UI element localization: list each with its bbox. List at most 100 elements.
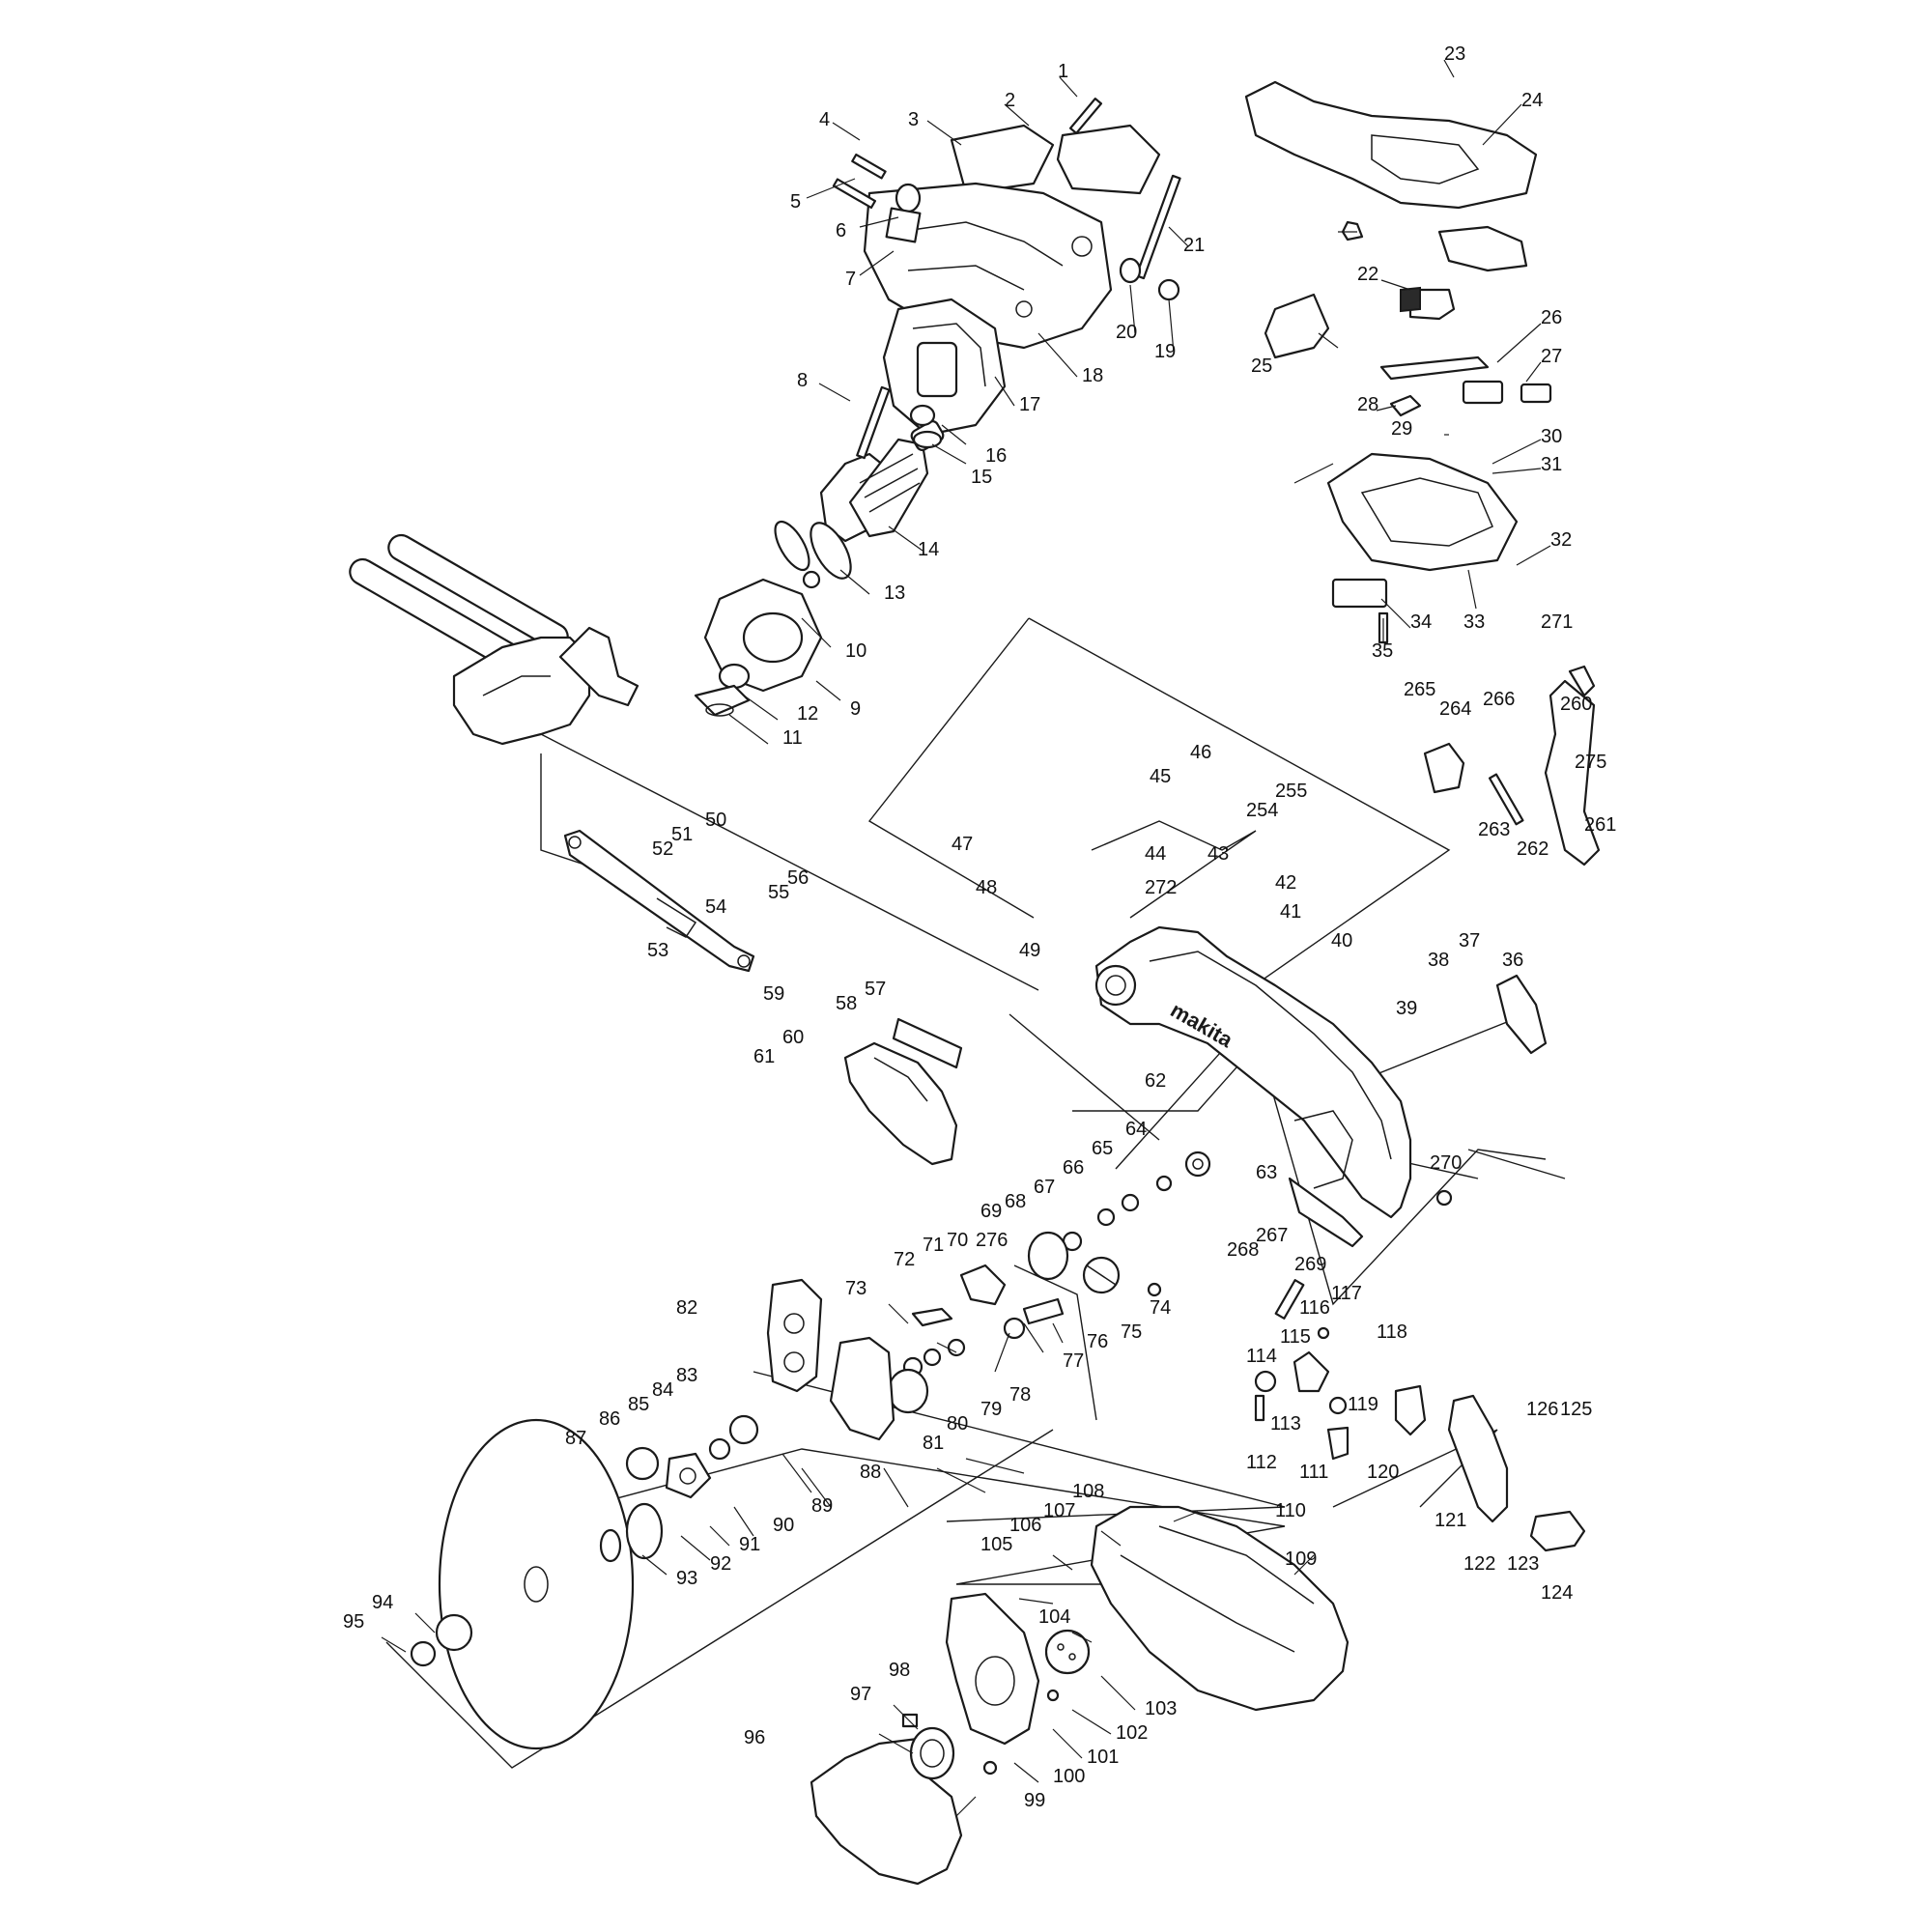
label-260: 260 (1560, 694, 1592, 715)
armature (774, 420, 945, 589)
label-103: 103 (1145, 1698, 1177, 1719)
label-65: 65 (1092, 1138, 1113, 1159)
label-74: 74 (1150, 1297, 1171, 1319)
label-90: 90 (773, 1515, 794, 1536)
label-102: 102 (1116, 1722, 1148, 1744)
label-22: 22 (1357, 264, 1378, 285)
label-84: 84 (652, 1379, 673, 1401)
label-79: 79 (980, 1399, 1002, 1420)
gear-train (887, 1151, 1211, 1414)
label-23: 23 (1444, 43, 1465, 65)
label-92: 92 (710, 1553, 731, 1575)
label-4: 4 (819, 109, 830, 130)
label-93: 93 (676, 1568, 697, 1589)
plate-58 (892, 1017, 963, 1069)
label-108: 108 (1072, 1481, 1104, 1502)
label-44: 44 (1145, 843, 1166, 865)
label-275: 275 (1575, 752, 1606, 773)
label-45: 45 (1150, 766, 1171, 787)
label-67: 67 (1034, 1177, 1055, 1198)
label-43: 43 (1208, 843, 1229, 865)
label-73: 73 (845, 1278, 867, 1299)
label-31: 31 (1541, 454, 1562, 475)
label-111: 111 (1299, 1462, 1328, 1483)
label-35: 35 (1372, 640, 1393, 662)
label-88: 88 (860, 1462, 881, 1483)
label-52: 52 (652, 838, 673, 860)
label-60: 60 (782, 1027, 804, 1048)
label-95: 95 (343, 1611, 364, 1633)
label-272: 272 (1145, 877, 1177, 898)
label-82: 82 (676, 1297, 697, 1319)
label-271: 271 (1541, 611, 1573, 633)
label-270: 270 (1430, 1152, 1462, 1174)
label-98: 98 (889, 1660, 910, 1681)
label-55: 55 (768, 882, 789, 903)
label-26: 26 (1541, 307, 1562, 328)
label-109: 109 (1285, 1548, 1317, 1570)
label-59: 59 (763, 983, 784, 1005)
label-6: 6 (836, 220, 846, 242)
label-107: 107 (1043, 1500, 1075, 1521)
handle-assembly (1244, 80, 1552, 644)
label-264: 264 (1439, 698, 1471, 720)
label-34: 34 (1410, 611, 1432, 633)
label-1: 1 (1058, 61, 1068, 82)
label-77: 77 (1063, 1350, 1084, 1372)
label-83: 83 (676, 1365, 697, 1386)
label-78: 78 (1009, 1384, 1031, 1406)
label-25: 25 (1251, 355, 1272, 377)
bracket-60 (843, 1041, 958, 1166)
label-16: 16 (985, 445, 1007, 467)
label-112: 112 (1246, 1452, 1277, 1473)
bearing-box (694, 578, 823, 717)
label-269: 269 (1294, 1254, 1326, 1275)
label-71: 71 (923, 1235, 944, 1256)
stator (882, 298, 1007, 437)
label-53: 53 (647, 940, 668, 961)
label-114: 114 (1246, 1346, 1277, 1367)
label-124: 124 (1541, 1582, 1573, 1604)
lever-assembly (1254, 1279, 1586, 1552)
label-68: 68 (1005, 1191, 1026, 1212)
center-cover (945, 1592, 1091, 1746)
label-268: 268 (1227, 1239, 1259, 1261)
label-10: 10 (845, 640, 867, 662)
label-17: 17 (1019, 394, 1040, 415)
label-20: 20 (1116, 322, 1137, 343)
label-42: 42 (1275, 872, 1296, 894)
label-76: 76 (1087, 1331, 1108, 1352)
leader-lines (381, 59, 1551, 1817)
label-46: 46 (1190, 742, 1211, 763)
label-54: 54 (705, 896, 726, 918)
label-276: 276 (976, 1230, 1008, 1251)
label-9: 9 (850, 698, 861, 720)
label-24: 24 (1521, 90, 1543, 111)
label-262: 262 (1517, 838, 1548, 860)
label-105: 105 (980, 1534, 1012, 1555)
label-58: 58 (836, 993, 857, 1014)
label-75: 75 (1121, 1321, 1142, 1343)
label-38: 38 (1428, 950, 1449, 971)
label-51: 51 (671, 824, 693, 845)
label-91: 91 (739, 1534, 760, 1555)
label-254: 254 (1246, 800, 1278, 821)
link-plate (563, 829, 755, 973)
label-3: 3 (908, 109, 919, 130)
label-61: 61 (753, 1046, 775, 1067)
label-2: 2 (1005, 90, 1015, 111)
saw-blade (410, 1418, 664, 1750)
label-49: 49 (1019, 940, 1040, 961)
label-30: 30 (1541, 426, 1562, 447)
label-123: 123 (1507, 1553, 1539, 1575)
label-118: 118 (1377, 1321, 1407, 1343)
label-47: 47 (952, 834, 973, 855)
label-121: 121 (1435, 1510, 1466, 1531)
label-86: 86 (599, 1408, 620, 1430)
label-122: 122 (1463, 1553, 1495, 1575)
motor-small-parts (832, 98, 1181, 460)
label-267: 267 (1256, 1225, 1288, 1246)
label-21: 21 (1183, 235, 1205, 256)
label-12: 12 (797, 703, 818, 724)
